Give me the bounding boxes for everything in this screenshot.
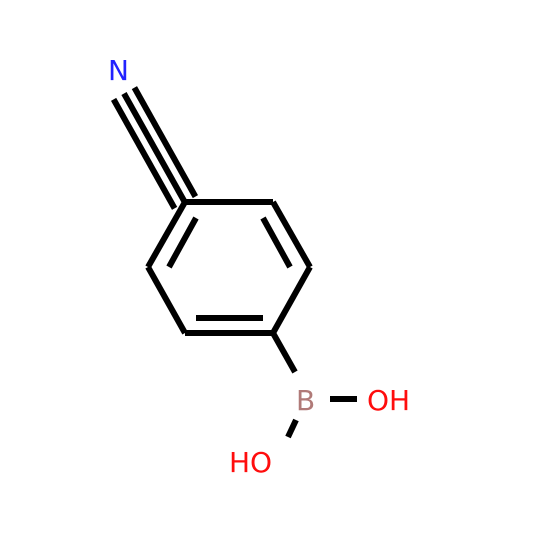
atom-label-group: N B OH HO (108, 54, 410, 479)
ring-bond-top-left (145, 200, 188, 269)
nitrogen-label: N (108, 54, 129, 87)
hydroxyl-right-label: OH (367, 384, 410, 417)
ring-bond-bottom-left (145, 265, 188, 335)
ring-double-inner-left (166, 216, 199, 269)
hydroxyl-bottom-label: HO (229, 446, 272, 479)
ring-bond-bottom-right (270, 265, 313, 335)
nitrile-bond-3 (131, 86, 199, 199)
nitrile-bond-2 (110, 97, 178, 210)
nitrile-bond-1 (121, 92, 188, 204)
boron-label: B (296, 384, 315, 417)
ring-bond-top-right (270, 200, 313, 269)
ring-double-inner-right (260, 216, 293, 269)
boron-oh-bottom-bond (285, 418, 299, 439)
carbon-boron-bond (270, 331, 298, 374)
bond-group (110, 86, 357, 439)
